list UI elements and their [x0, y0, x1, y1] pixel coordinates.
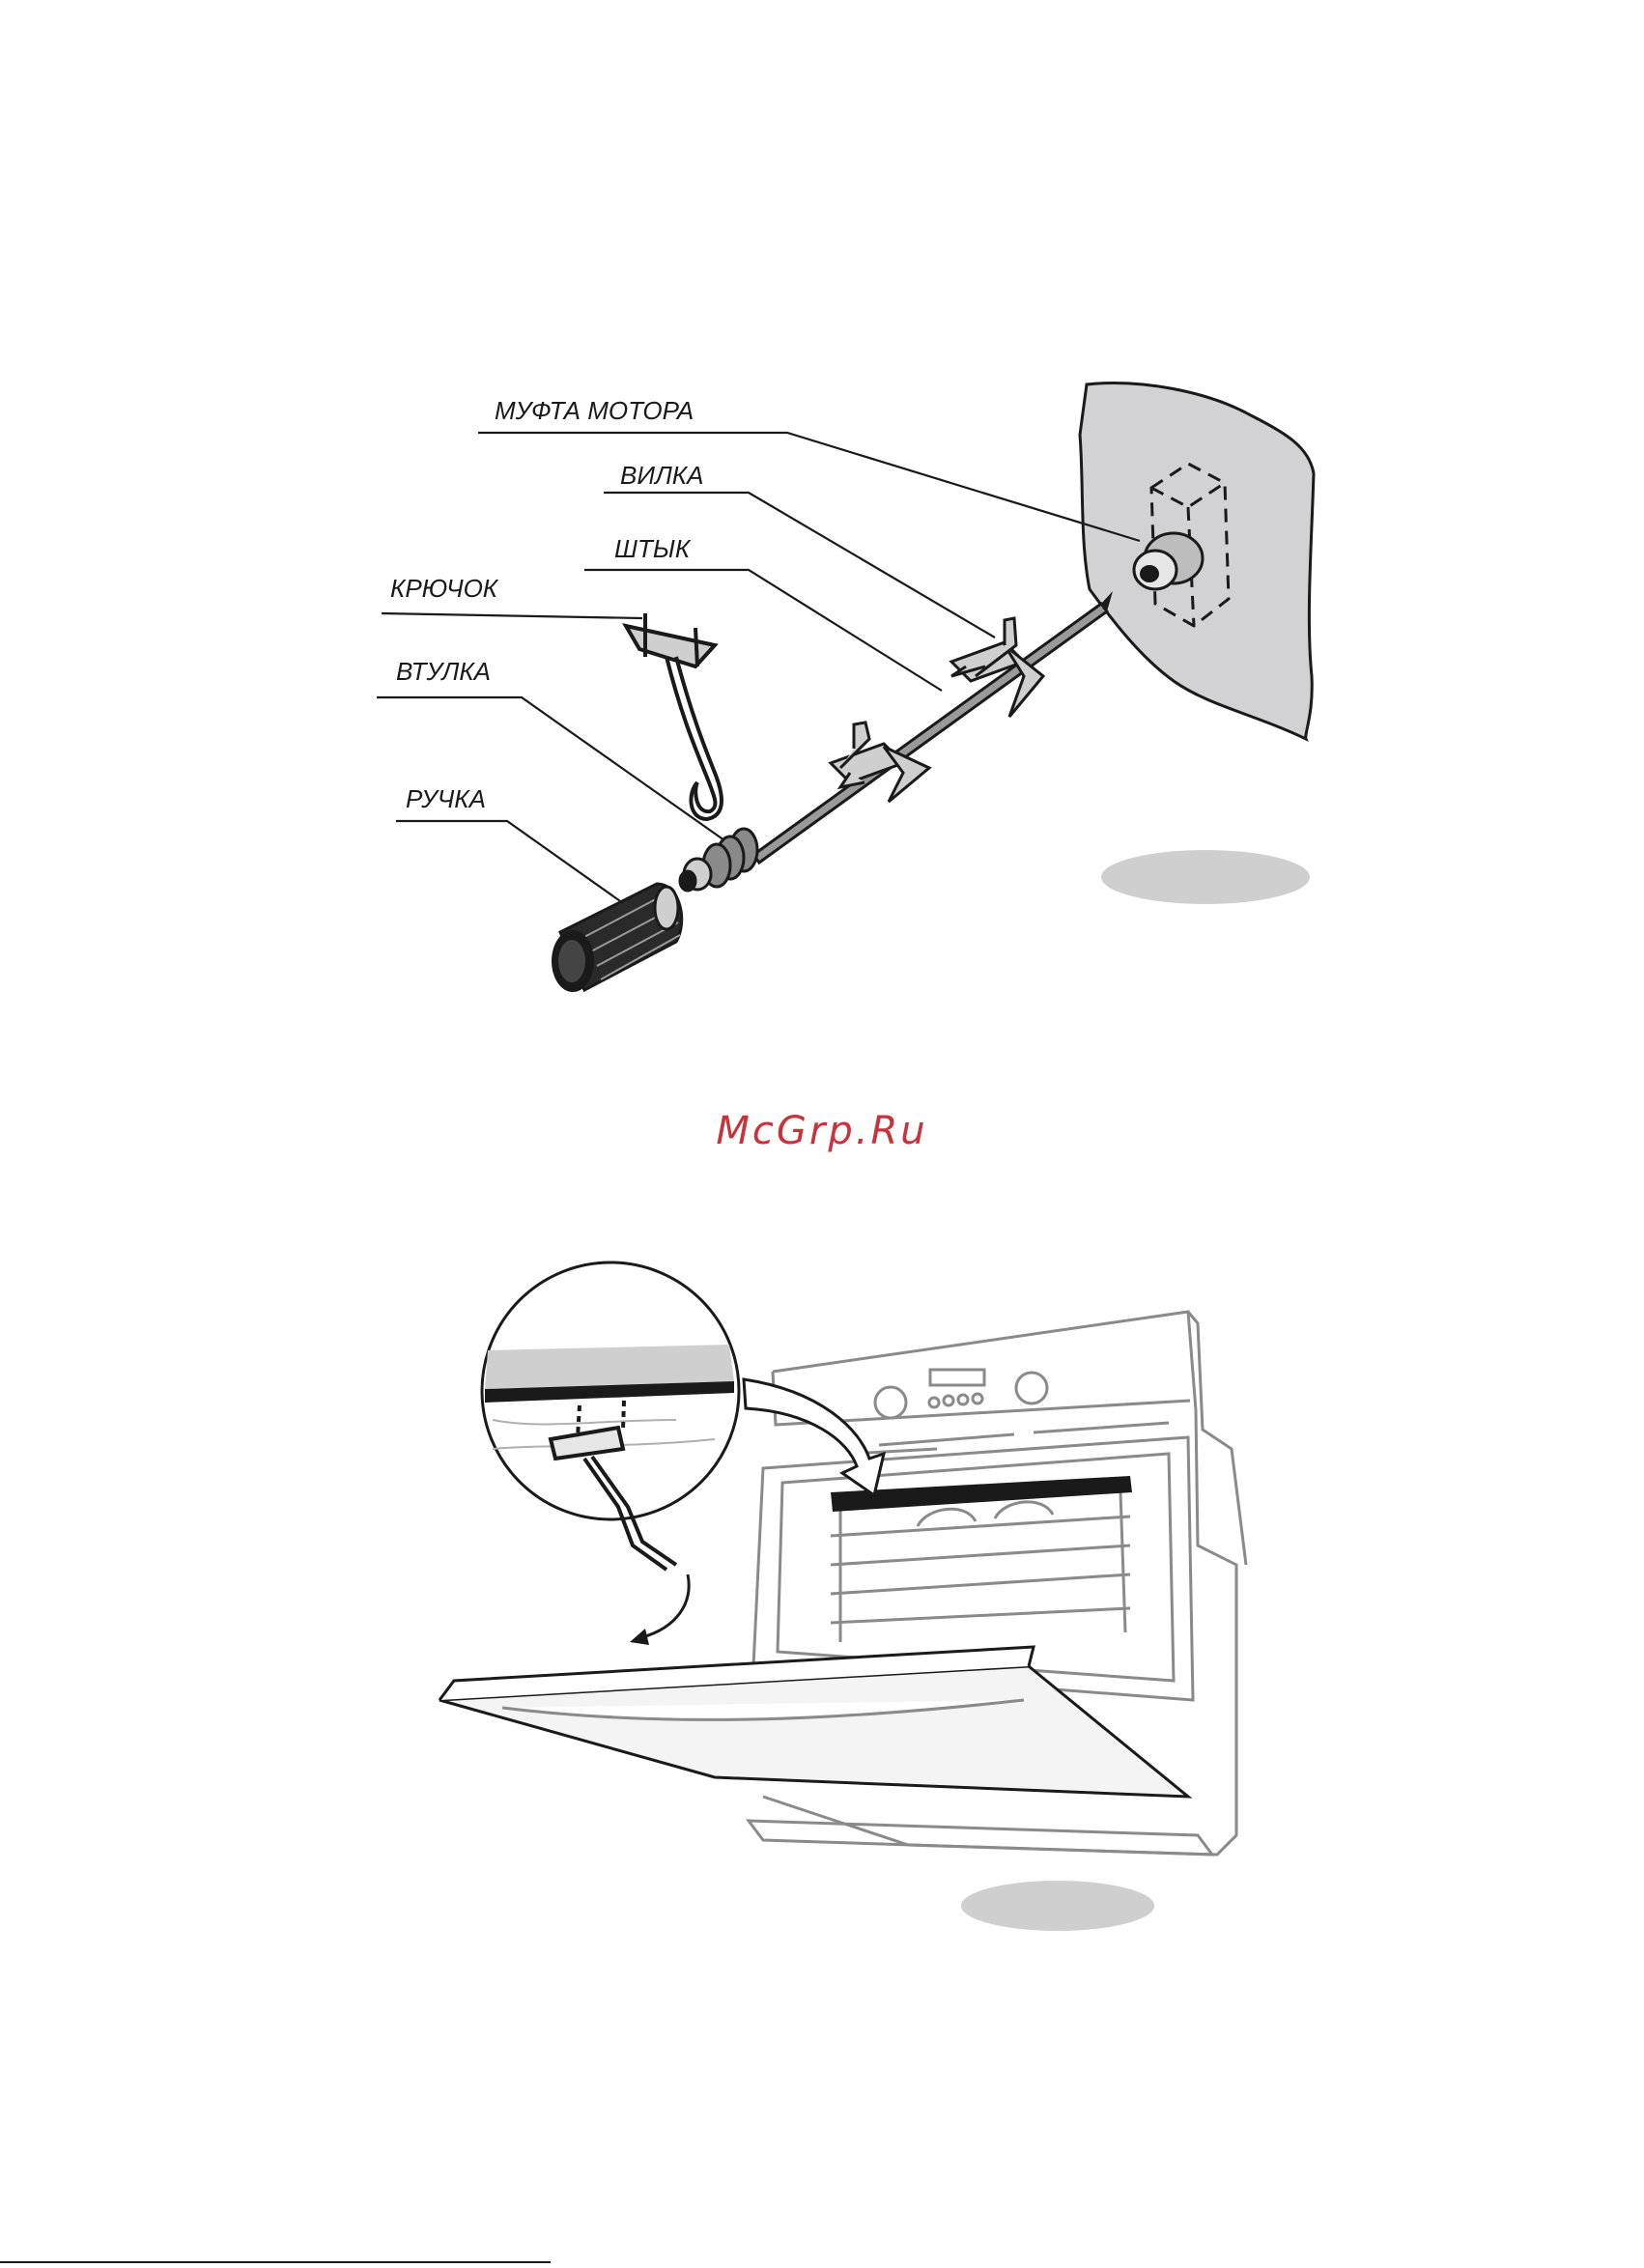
label-handle: РУЧКА [406, 784, 486, 813]
pointer-arrow-icon [744, 1379, 884, 1495]
label-bushing: ВТУЛКА [396, 657, 491, 686]
figure-badge-bottom [961, 1881, 1154, 1931]
bushing-icon [680, 829, 757, 891]
label-motor-coupling: МУФТА МОТОРА [495, 396, 694, 425]
leader-hook [382, 613, 642, 618]
magnified-detail-icon [482, 1262, 739, 1570]
leader-fork [604, 493, 995, 638]
leader-motor-coupling [478, 433, 1140, 541]
rotate-arrow-icon [642, 1574, 689, 1637]
hook-icon [626, 613, 722, 819]
leader-bushing [377, 697, 724, 840]
label-spit: ШТЫК [614, 534, 692, 563]
oven-diagram [0, 1256, 1644, 2268]
oven-door [439, 1647, 1188, 1797]
handle-icon [552, 884, 682, 992]
figure-badge-top [1101, 850, 1310, 904]
watermark: McGrp.Ru [0, 1109, 1644, 1153]
label-hook: КРЮЧОК [390, 574, 499, 603]
rotisserie-diagram: МУФТА МОТОРА ВИЛКА ШТЫК КРЮЧОК ВТУЛКА РУ… [0, 0, 1644, 1063]
leader-handle [396, 821, 623, 903]
label-fork: ВИЛКА [620, 461, 703, 490]
spit-rod-icon [753, 591, 1113, 863]
